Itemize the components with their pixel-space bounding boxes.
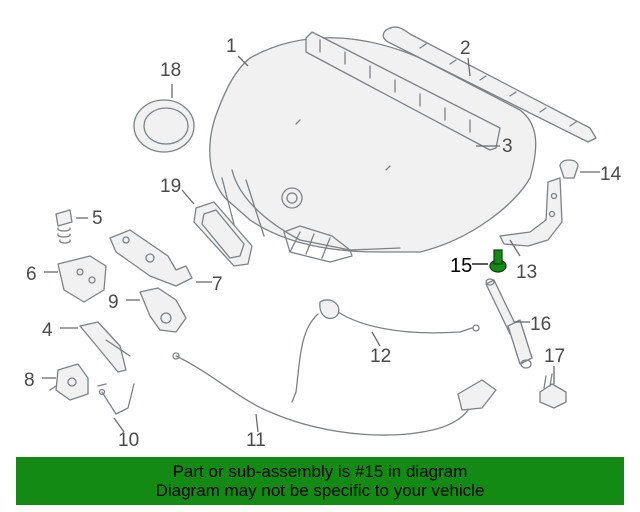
release-cable — [172, 352, 497, 436]
stud-bolt — [539, 373, 567, 409]
banner-line-disclaimer: Diagram may not be specific to your vehi… — [155, 481, 485, 500]
hood-hinge — [499, 177, 563, 247]
hood-panel — [209, 37, 537, 263]
release-handle — [139, 287, 187, 333]
callout-9: 9 — [108, 292, 119, 313]
lower-cable — [291, 299, 480, 403]
callout-10: 10 — [118, 430, 139, 451]
callout-5: 5 — [92, 208, 103, 229]
strut-bolt-highlighted — [489, 249, 507, 273]
callout-7: 7 — [212, 274, 223, 295]
banner-line-part: Part or sub-assembly is #15 in diagram — [172, 462, 468, 481]
latch-bracket — [57, 255, 107, 303]
safety-catch — [79, 321, 131, 373]
callout-15-highlighted: 15 — [450, 255, 472, 277]
callout-3: 3 — [502, 136, 513, 157]
latch-housing — [49, 363, 107, 401]
grille-insulator — [193, 201, 253, 267]
callout-16: 16 — [530, 314, 551, 335]
callout-1: 1 — [226, 36, 237, 57]
callout-4: 4 — [42, 320, 53, 341]
callout-14: 14 — [600, 164, 622, 185]
callout-19: 19 — [160, 176, 181, 197]
callout-11: 11 — [246, 430, 266, 451]
callout-18: 18 — [160, 60, 181, 81]
callout-13: 13 — [516, 262, 537, 283]
leader-lines — [42, 55, 600, 433]
callout-8: 8 — [24, 370, 35, 391]
gas-strut — [485, 278, 533, 369]
buffer-stop — [55, 209, 73, 244]
callout-2: 2 — [460, 38, 471, 59]
cowl-seal — [382, 26, 597, 143]
callout-labels: 1 2 3 4 5 6 7 8 9 10 11 12 13 14 15 16 1… — [24, 36, 622, 451]
hood-latch — [109, 229, 193, 287]
part-info-banner: Part or sub-assembly is #15 in diagram D… — [16, 457, 624, 505]
hood-seal-strip — [305, 31, 501, 151]
round-pad — [133, 99, 195, 153]
callout-12: 12 — [370, 346, 391, 367]
callout-6: 6 — [26, 264, 37, 285]
clip-fastener — [559, 159, 579, 179]
support-rod — [98, 383, 135, 415]
callout-17: 17 — [544, 346, 565, 367]
